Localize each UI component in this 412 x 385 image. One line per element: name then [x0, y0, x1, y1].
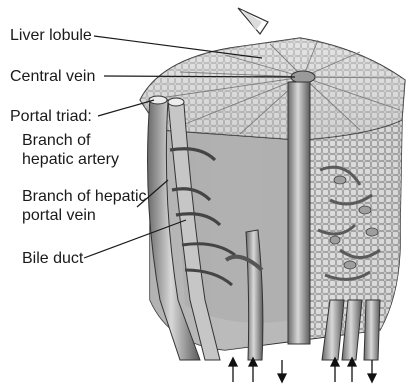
- callout-pointer: [238, 8, 268, 34]
- label-central-vein: Central vein: [10, 67, 95, 86]
- label-portal-triad: Portal triad:: [10, 107, 92, 126]
- label-branch-hepatic-artery: Branch of hepatic artery: [22, 131, 119, 169]
- label-liver-lobule: Liver lobule: [10, 26, 92, 45]
- arrow-down-icon: [368, 360, 376, 382]
- arrow-up-icon: [249, 358, 257, 382]
- arrow-up-icon: [229, 358, 237, 382]
- arrow-up-icon: [331, 358, 339, 382]
- label-branch-hepatic-portal-vein: Branch of hepatic portal vein: [22, 187, 147, 225]
- arrow-down-icon: [278, 360, 286, 382]
- arrow-up-icon: [348, 358, 356, 382]
- label-bile-duct: Bile duct: [22, 249, 83, 268]
- flow-arrows: [229, 358, 376, 382]
